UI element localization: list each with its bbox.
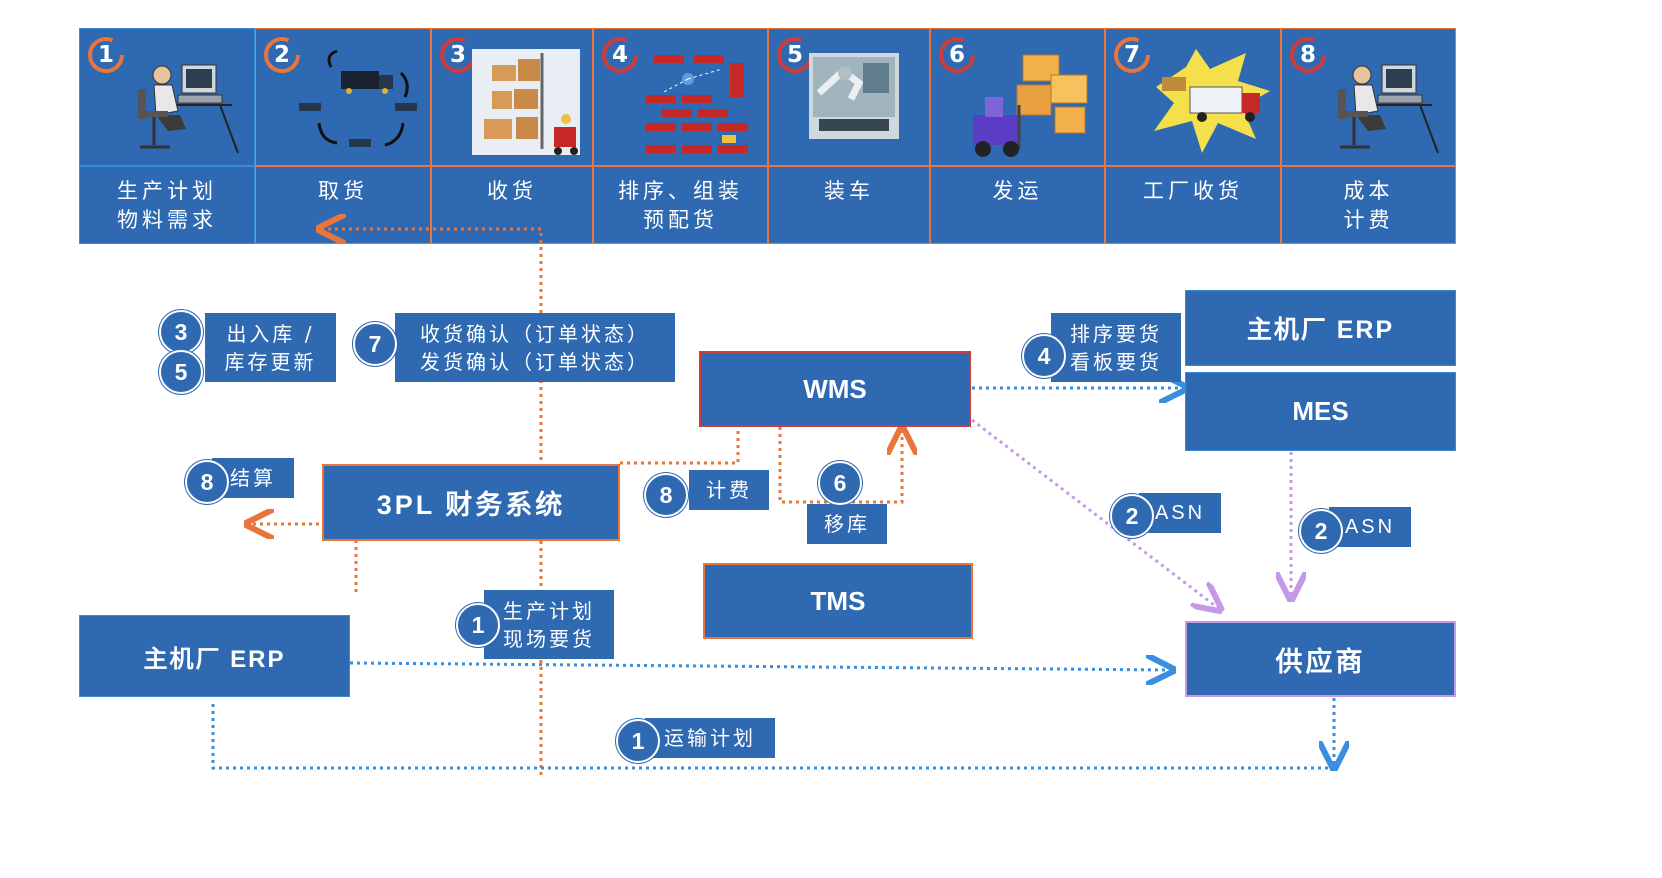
step-7-icon-cell: 7 bbox=[1105, 28, 1281, 166]
supplier-box: 供应商 bbox=[1185, 621, 1456, 697]
step-6-label: 发运 bbox=[930, 166, 1105, 244]
step-6-icon-cell: 6 bbox=[930, 28, 1105, 166]
label-line: ASN bbox=[1154, 502, 1206, 524]
step-badge: 5 bbox=[159, 350, 203, 394]
sequencing-layout-picture bbox=[646, 55, 748, 153]
step-label-line: 生产计划 bbox=[117, 179, 217, 203]
step-5-icon-cell: 5 bbox=[768, 28, 930, 166]
step-8-label: 成本 计费 bbox=[1281, 166, 1456, 244]
oem-erp-box-right: 主机厂 ERP bbox=[1185, 290, 1456, 366]
connector-settlement bbox=[250, 524, 358, 592]
step-badge: 1 bbox=[616, 719, 660, 763]
loading-robot-picture bbox=[809, 53, 899, 139]
label-line: 计费 bbox=[706, 478, 752, 502]
step-badge: 4 bbox=[1022, 334, 1066, 378]
step-label-line: 物料需求 bbox=[117, 208, 217, 232]
erp-right-label: 主机厂 ERP bbox=[1246, 316, 1395, 344]
wms-system-box: WMS bbox=[699, 351, 971, 427]
label-line: 看板要货 bbox=[1070, 349, 1162, 374]
step-badge: 7 bbox=[353, 322, 397, 366]
step-number-ring: 1 bbox=[86, 35, 126, 75]
step-5-label: 装车 bbox=[768, 166, 930, 244]
step-1-label: 生产计划 物料需求 bbox=[79, 166, 255, 244]
step-label-line: 装车 bbox=[824, 179, 874, 203]
step-2-label: 取货 bbox=[255, 166, 431, 244]
step-8-icon-cell: 8 bbox=[1281, 28, 1456, 166]
asn-label-box: ASN bbox=[1329, 507, 1411, 547]
label-line: 移库 bbox=[824, 512, 870, 536]
oem-erp-box-left: 主机厂 ERP bbox=[79, 615, 350, 697]
settle-label-box: 结算 bbox=[212, 458, 294, 498]
tms-system-box: TMS bbox=[703, 563, 973, 639]
step-label-line: 取货 bbox=[318, 179, 368, 203]
connector-wms-supplier bbox=[971, 418, 1218, 608]
connector-erp-supplier bbox=[349, 663, 1170, 670]
warehouse-shelves-picture bbox=[472, 49, 580, 155]
label-line: 排序要货 bbox=[1070, 321, 1162, 346]
step-badge: 6 bbox=[818, 461, 862, 505]
step-label-line: 计费 bbox=[1343, 208, 1394, 232]
inout-label-box: 出入库 / 库存更新 bbox=[205, 313, 336, 382]
tms-label: TMS bbox=[810, 585, 866, 616]
step-label-line: 成本 bbox=[1343, 179, 1394, 203]
step-number-ring: 2 bbox=[262, 35, 302, 75]
transport-plan-label-box: 运输计划 bbox=[645, 718, 775, 758]
step-label-line: 工厂收货 bbox=[1143, 179, 1243, 203]
step-4-icon-cell: 4 bbox=[593, 28, 768, 166]
label-line: 现场要货 bbox=[503, 626, 595, 651]
step-badge: 2 bbox=[1299, 509, 1343, 553]
step-4-label: 排序、组装 预配货 bbox=[593, 166, 768, 244]
step-number-ring: 7 bbox=[1112, 35, 1152, 75]
step-badge: 1 bbox=[456, 603, 500, 647]
mes-label: MES bbox=[1292, 396, 1349, 426]
step-label-line: 发运 bbox=[992, 179, 1043, 203]
step-badge: 3 bbox=[159, 310, 203, 354]
step-number-ring: 8 bbox=[1288, 35, 1328, 75]
production-plan-label-box: 生产计划 现场要货 bbox=[484, 590, 614, 659]
finance-system-box: 3PL 财务系统 bbox=[322, 464, 620, 541]
erp-left-label: 主机厂 ERP bbox=[143, 645, 286, 673]
transfer-label-box: 移库 bbox=[807, 504, 887, 544]
supplier-label: 供应商 bbox=[1275, 646, 1366, 677]
operator-at-computer-picture bbox=[138, 64, 239, 154]
sequence-label-box: 排序要货 看板要货 bbox=[1051, 313, 1181, 382]
step-label-line: 预配货 bbox=[643, 208, 718, 232]
step-label-line: 排序、组装 bbox=[618, 179, 743, 203]
step-7-label: 工厂收货 bbox=[1105, 166, 1281, 244]
step-badge: 8 bbox=[185, 460, 229, 504]
forklift-boxes-picture bbox=[973, 54, 1088, 157]
finance-label: 3PL 财务系统 bbox=[376, 490, 566, 520]
truck-delivery-picture bbox=[1154, 49, 1270, 153]
billing-label-box: 计费 bbox=[689, 470, 769, 510]
step-badge: 2 bbox=[1110, 494, 1154, 538]
connector-billing bbox=[620, 427, 740, 465]
label-line: 生产计划 bbox=[503, 598, 595, 623]
step-number-ring: 6 bbox=[937, 35, 977, 75]
step-number-ring: 4 bbox=[600, 35, 640, 75]
step-3-icon-cell: 3 bbox=[431, 28, 593, 166]
label-line: 发货确认（订单状态） bbox=[420, 349, 650, 374]
label-line: 出入库 / bbox=[226, 321, 315, 346]
step-2-icon-cell: 2 bbox=[255, 28, 431, 166]
label-line: 库存更新 bbox=[224, 349, 317, 374]
operator-at-computer-picture bbox=[1338, 64, 1439, 154]
label-line: ASN bbox=[1344, 516, 1396, 538]
step-label-line: 收货 bbox=[487, 179, 537, 203]
wms-label: WMS bbox=[803, 373, 867, 404]
label-line: 结算 bbox=[230, 466, 276, 490]
step-badge: 8 bbox=[644, 473, 688, 517]
mes-system-box: MES bbox=[1185, 372, 1456, 451]
label-line: 运输计划 bbox=[664, 726, 756, 750]
confirm-label-box: 收货确认（订单状态） 发货确认（订单状态） bbox=[395, 313, 675, 382]
label-line: 收货确认（订单状态） bbox=[420, 321, 650, 346]
step-1-icon-cell: 1 bbox=[79, 28, 255, 166]
step-3-label: 收货 bbox=[431, 166, 593, 244]
connector-transport-plan bbox=[211, 704, 1334, 770]
truck-pickup-cycle-picture bbox=[299, 49, 417, 147]
